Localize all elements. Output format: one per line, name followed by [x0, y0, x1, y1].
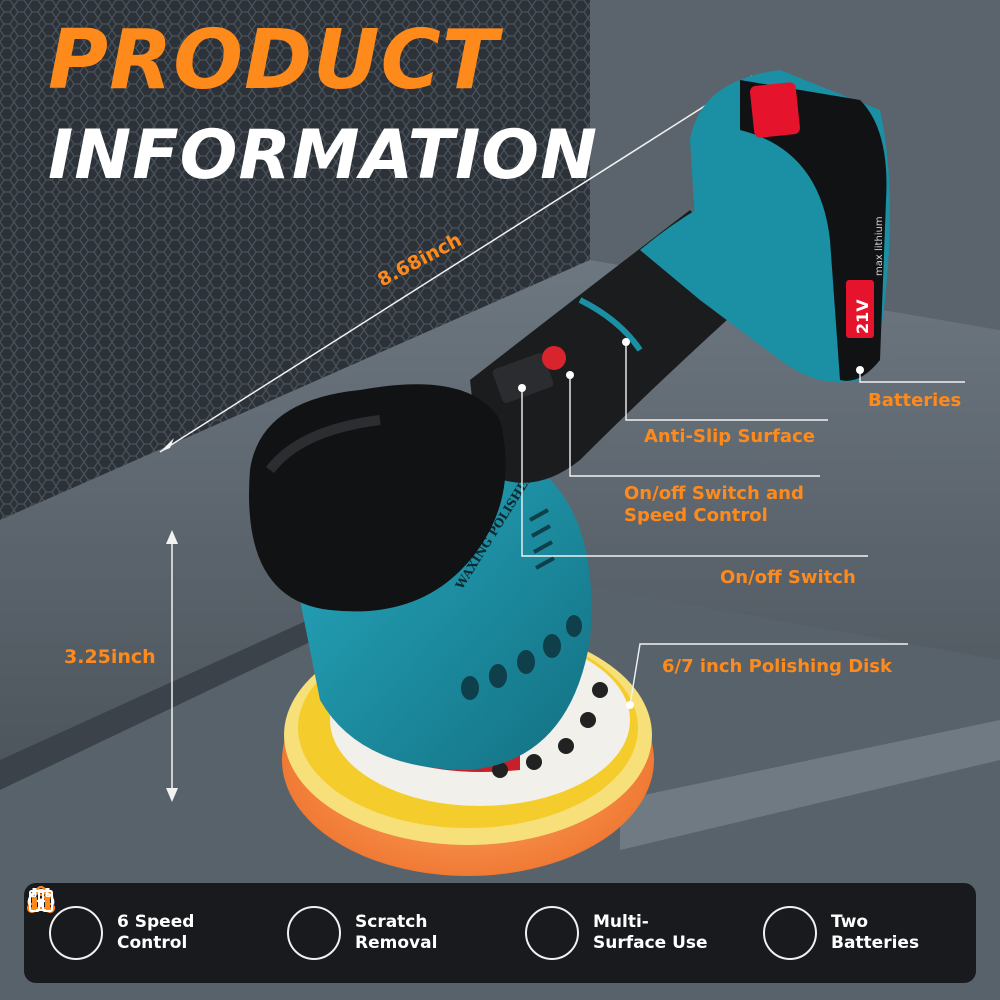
- feature-label: 6 Speed Control: [117, 912, 195, 953]
- power-button-icon: [542, 346, 566, 370]
- callout-dots: [518, 338, 864, 709]
- feature-bar: 6 Speed Control Scratch Removal: [24, 883, 976, 983]
- callout-anti-slip: Anti-Slip Surface: [644, 426, 815, 447]
- callout-switch: On/off Switch: [720, 567, 856, 588]
- mesh-wall: [0, 0, 590, 520]
- callout-batteries: Batteries: [868, 390, 962, 411]
- height-arrow-bottom: [166, 788, 178, 802]
- battery-icon: [29, 888, 817, 960]
- length-arrow-start: [160, 438, 174, 452]
- height-arrow-top: [166, 530, 178, 544]
- feature-batteries: Two Batteries: [29, 888, 951, 960]
- callout-switch-speed: On/off Switch and Speed Control: [624, 483, 804, 526]
- feature-label: Scratch Removal: [355, 912, 438, 953]
- feature-scratch: Scratch Removal: [30, 890, 475, 960]
- cycle-icon: [26, 885, 579, 960]
- feature-speed: 6 Speed Control: [27, 887, 237, 960]
- feature-label: Two Batteries: [831, 912, 920, 953]
- height-dimension-label: 3.25inch: [64, 646, 156, 668]
- polisher-icon: [30, 890, 341, 960]
- feature-label: Multi-Surface Use: [593, 912, 708, 953]
- battery-pack: 21V max lithium: [690, 70, 890, 383]
- step-highlight: [620, 720, 1000, 850]
- battery-text: max lithium: [874, 216, 885, 276]
- page-title-line2: INFORMATION: [48, 116, 599, 195]
- feature-multisurface: Multi-Surface Use: [26, 885, 713, 960]
- battery-release-button: [750, 82, 800, 138]
- length-dimension-line: [159, 75, 753, 453]
- page-title-line1: PRODUCT: [48, 13, 499, 108]
- battery-voltage: 21V: [853, 299, 872, 334]
- callout-disk: 6/7 inch Polishing Disk: [662, 656, 892, 677]
